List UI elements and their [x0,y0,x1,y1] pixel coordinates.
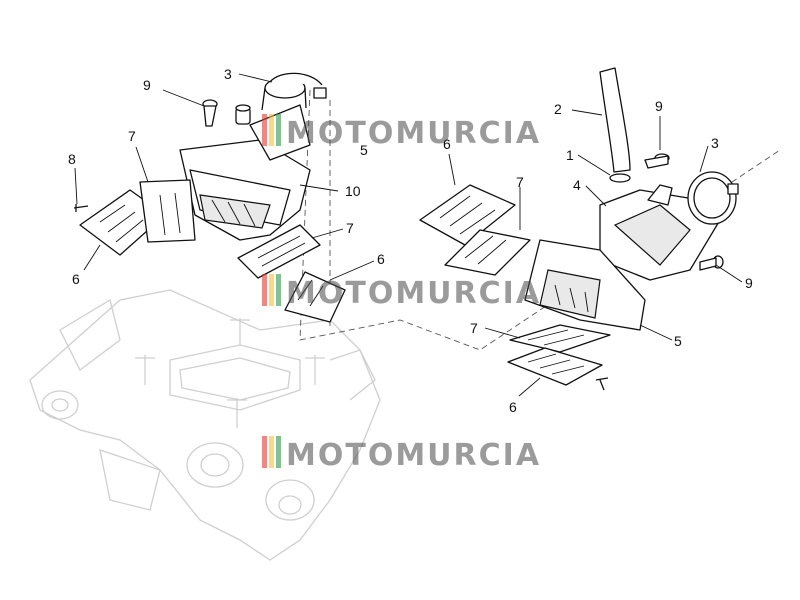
watermark-logo-bottom: MOTOMURCIA [262,436,541,473]
callout-5-left: 5 [360,142,368,158]
watermark-stripe-green [276,114,281,146]
callout-9-left: 9 [143,77,151,93]
watermark-text: MOTOMURCIA [286,438,541,473]
right-small-clip [609,173,631,183]
callout-7-right-upper: 7 [516,174,524,190]
callout-7-left-lower: 7 [346,220,354,236]
callout-3-right: 3 [711,135,719,151]
callout-4: 4 [573,177,581,193]
right-reed-petal-upper [419,184,516,246]
watermark-logo-top: MOTOMURCIA [262,114,541,151]
right-hose-clamp [687,171,739,225]
callout-8: 8 [68,151,76,167]
callout-6-left: 6 [72,271,80,287]
left-hose-clamp [269,72,327,99]
callout-5-right: 5 [674,333,682,349]
left-reed-petal-lower [284,271,346,323]
callout-3-left: 3 [224,66,232,82]
watermark-stripe-yellow [269,274,274,306]
right-reed-valve-body [524,239,646,331]
watermark-text: MOTOMURCIA [286,276,541,311]
callout-9-right-side: 9 [745,275,753,291]
watermark-logo-middle: MOTOMURCIA [262,274,541,311]
right-intake-manifold [599,184,721,281]
watermark-stripe-yellow [269,436,274,468]
right-small-screw [595,377,609,391]
left-bolt [202,99,218,127]
watermark-stripe-yellow [269,114,274,146]
right-bolt-top [644,153,670,169]
callout-2: 2 [554,101,562,117]
right-assembly [419,67,739,391]
left-reed-plate-lower [237,224,321,279]
engine-crankcase-ghost [29,289,381,561]
callout-6-left-lower: 6 [377,251,385,267]
callout-7-left: 7 [128,128,136,144]
watermark-stripe-red [262,274,267,306]
right-reed-petal-lower [507,347,603,386]
callout-labels: 9 3 7 8 5 10 6 7 6 6 7 2 9 1 3 4 9 5 7 6 [68,66,753,415]
callout-1: 1 [566,147,574,163]
watermark-stripe-green [276,436,281,468]
watermark-stripe-green [276,274,281,306]
leader-lines [74,73,743,397]
callout-10: 10 [345,183,361,199]
left-reed-valve-body [179,77,311,241]
left-assembly [73,72,346,323]
left-reed-stopper [139,179,196,243]
right-vent-tube [599,67,631,173]
callout-6-right-lower: 6 [509,399,517,415]
callout-9-right-top: 9 [655,98,663,114]
right-bolt-side [699,255,724,271]
right-reed-plate-lower [509,324,611,353]
left-small-screw [73,204,89,212]
watermark-text: MOTOMURCIA [286,116,541,151]
callout-6-right-upper: 6 [443,136,451,152]
watermark-stripe-red [262,114,267,146]
callout-7-right-lower: 7 [470,320,478,336]
watermark-stripe-red [262,436,267,468]
right-reed-plate-upper [444,229,531,276]
